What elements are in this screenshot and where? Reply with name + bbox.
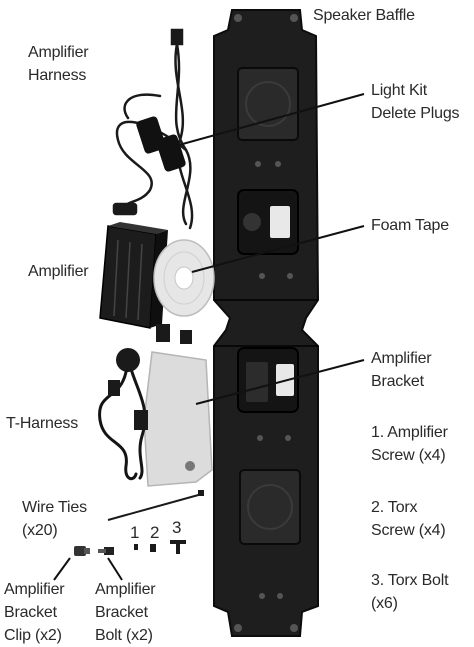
label-amplifier: Amplifier (28, 263, 89, 280)
foam-tape-roll (153, 239, 215, 317)
label-amplifier-bracket-bolt: Amplifier Bracket Bolt (x2) (95, 581, 156, 644)
bracket-bolt (98, 547, 114, 555)
bracket-clip (74, 546, 90, 556)
label-amplifier-bracket-clip: Amplifier Bracket Clip (x2) (4, 581, 65, 644)
label-amplifier-harness: Amplifier Harness (28, 44, 89, 84)
hardware-number-2: 2 (150, 523, 160, 542)
label-speaker-baffle: Speaker Baffle (313, 7, 415, 24)
label-foam-tape: Foam Tape (371, 217, 449, 234)
amplifier-bracket-plate (143, 324, 213, 487)
hardware-pieces (134, 540, 186, 554)
amplifier-harness (112, 28, 194, 230)
leader-lines (53, 93, 365, 581)
wire-tie (107, 493, 203, 521)
t-harness (98, 348, 148, 481)
label-amplifier-screw: 1. Amplifier Screw (x4) (371, 424, 448, 464)
label-wire-ties: Wire Ties (x20) (22, 499, 87, 539)
label-torx-bolt: 3. Torx Bolt (x6) (371, 572, 449, 612)
label-torx-screw: 2. Torx Screw (x4) (371, 499, 446, 539)
speaker-baffle-panel (213, 9, 320, 637)
hardware-number-1: 1 (130, 523, 140, 542)
label-amplifier-bracket: Amplifier Bracket (371, 350, 432, 390)
hardware-number-3: 3 (172, 518, 182, 537)
light-kit-delete-plugs (136, 116, 186, 172)
label-light-kit-delete-plugs: Light Kit Delete Plugs (371, 82, 460, 122)
label-t-harness: T-Harness (6, 415, 78, 432)
